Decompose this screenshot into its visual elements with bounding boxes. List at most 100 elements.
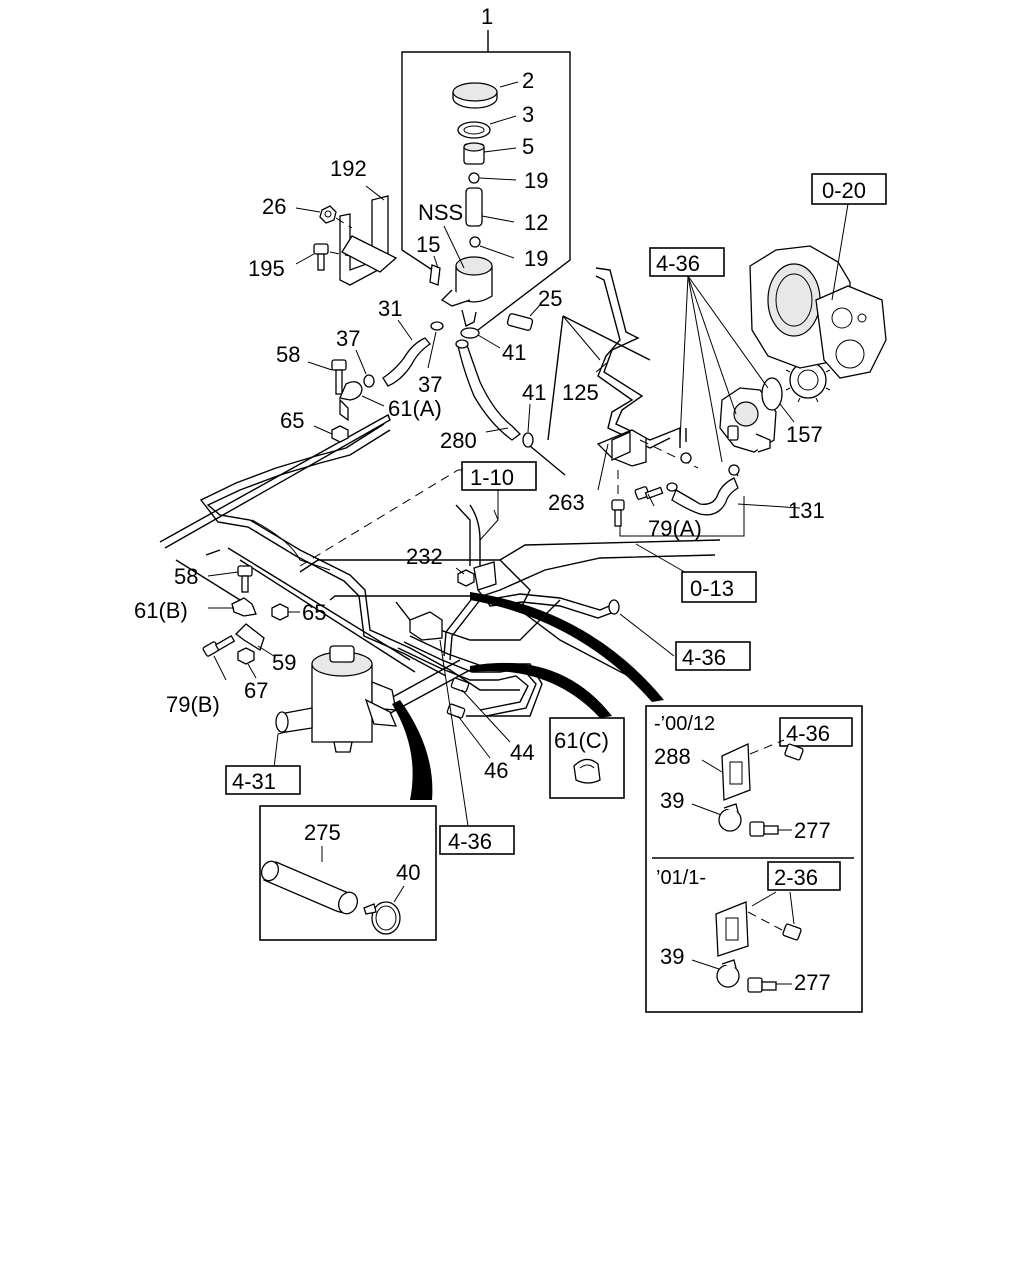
svg-text:2-36: 2-36 <box>774 865 818 890</box>
callout-31: 31 <box>378 296 402 321</box>
callout-65-upper: 65 <box>280 408 304 433</box>
inset-detail-box: -’00/12 4-36 288 39 277 ’01/1- 2-36 <box>645 705 863 1013</box>
svg-text:0-20: 0-20 <box>822 178 866 203</box>
revision-lower: ’01/1- <box>656 867 706 889</box>
ref-box-0-20[interactable]: 0-20 <box>811 173 887 205</box>
ref-box-4-36-upper[interactable]: 4-36 <box>649 247 725 277</box>
callout-15: 15 <box>416 232 440 257</box>
bolt-detail-upper <box>784 743 804 761</box>
callout-5: 5 <box>522 134 534 159</box>
ref-box-4-31[interactable]: 4-31 <box>225 765 301 795</box>
clip-61a <box>339 381 363 422</box>
hose-131 <box>671 477 739 516</box>
clip-61b <box>231 597 257 617</box>
reservoir-seal <box>457 121 491 139</box>
pointer-arc-3 <box>392 700 433 800</box>
callout-61a: 61(A) <box>388 396 442 421</box>
callout-37-right: 37 <box>418 372 442 397</box>
ref-box-0-13[interactable]: 0-13 <box>681 571 757 603</box>
nut-232 <box>457 569 475 587</box>
ref-box-1-10[interactable]: 1-10 <box>461 461 537 491</box>
callout-26: 26 <box>262 194 286 219</box>
svg-text:4-36: 4-36 <box>682 645 726 670</box>
callout-65-lower: 65 <box>302 600 326 625</box>
ref-box-4-36-detail[interactable]: 4-36 <box>779 717 853 747</box>
callout-44: 44 <box>510 740 534 765</box>
callout-59: 59 <box>272 650 296 675</box>
callout-277-upper: 277 <box>794 818 831 843</box>
svg-text:4-36: 4-36 <box>656 251 700 276</box>
callout-79b: 79(B) <box>166 692 220 717</box>
clamp-40 <box>363 901 401 935</box>
callout-232: 232 <box>406 544 443 569</box>
callout-58-upper: 58 <box>276 342 300 367</box>
callout-157: 157 <box>786 422 823 447</box>
callout-61c: 61(C) <box>554 728 609 753</box>
callout-195: 195 <box>248 256 285 281</box>
callout-41-lower: 41 <box>522 380 546 405</box>
bracket-59 <box>235 623 265 651</box>
callout-280: 280 <box>440 428 477 453</box>
oring-157 <box>761 377 783 411</box>
bolt-277-upper <box>749 821 779 837</box>
nut-67 <box>237 647 255 665</box>
svg-text:1-10: 1-10 <box>470 465 514 490</box>
ref-box-2-36-detail[interactable]: 2-36 <box>767 861 841 891</box>
bracket-pipe-clamp <box>409 611 443 641</box>
clamp-39-lower <box>716 959 740 988</box>
clamp-pipe-box <box>473 561 497 591</box>
callout-277-lower: 277 <box>794 970 831 995</box>
clamp-39-upper <box>718 803 742 832</box>
nut-65-upper <box>331 425 349 443</box>
callout-3: 3 <box>522 102 534 127</box>
ref-box-4-36-lower[interactable]: 4-36 <box>439 825 515 855</box>
nut-26 <box>319 205 337 224</box>
bolt-58-lower <box>237 565 253 593</box>
callout-131: 131 <box>788 498 825 523</box>
svg-text:4-36: 4-36 <box>786 721 830 746</box>
callout-1: 1 <box>481 4 493 29</box>
clamp-41-lower <box>522 432 534 448</box>
callout-61b: 61(B) <box>134 598 188 623</box>
bolt-detail-lower <box>782 923 802 941</box>
clamp-41-upper <box>460 327 480 339</box>
callout-37-left: 37 <box>336 326 360 351</box>
callout-288: 288 <box>654 744 691 769</box>
bolt-25 <box>506 313 534 331</box>
inset-hose-275: 275 40 <box>259 805 437 941</box>
svg-text:4-31: 4-31 <box>232 769 276 794</box>
callout-275: 275 <box>304 820 341 845</box>
callout-19-lower: 19 <box>524 246 548 271</box>
bracket-288-upper <box>721 743 751 801</box>
callout-192: 192 <box>330 156 367 181</box>
callout-nss: NSS <box>418 200 463 225</box>
callout-41-upper: 41 <box>502 340 526 365</box>
svg-text:4-36: 4-36 <box>448 829 492 854</box>
bracket-192 <box>339 195 398 286</box>
reservoir-tank <box>440 256 493 327</box>
power-steering-pump <box>719 387 777 453</box>
reservoir-oring-lower <box>469 236 481 248</box>
reservoir-oring-upper <box>468 172 480 184</box>
revision-upper: -’00/12 <box>654 713 715 735</box>
reservoir-bracket <box>429 264 441 286</box>
callout-2: 2 <box>522 68 534 93</box>
callout-125: 125 <box>562 380 599 405</box>
fitting-44 <box>450 677 470 693</box>
hose-280 <box>457 341 521 441</box>
callout-39-upper: 39 <box>660 788 684 813</box>
pipe-line-long <box>206 429 520 691</box>
nut-65-lower <box>271 603 289 621</box>
callout-19-upper: 19 <box>524 168 548 193</box>
callout-46: 46 <box>484 758 508 783</box>
pointer-arc-2 <box>470 662 612 718</box>
ref-box-4-36-mid[interactable]: 4-36 <box>675 641 751 671</box>
steering-gearbox <box>275 645 398 753</box>
bolt-263 <box>611 499 625 527</box>
callout-67: 67 <box>244 678 268 703</box>
bracket-288-lower <box>715 901 749 957</box>
callout-labels: 1 2 3 5 19 12 19 NSS 15 25 41 41 192 26 … <box>134 4 825 783</box>
bolt-79a <box>634 486 664 500</box>
bolt-277-lower <box>747 977 777 993</box>
